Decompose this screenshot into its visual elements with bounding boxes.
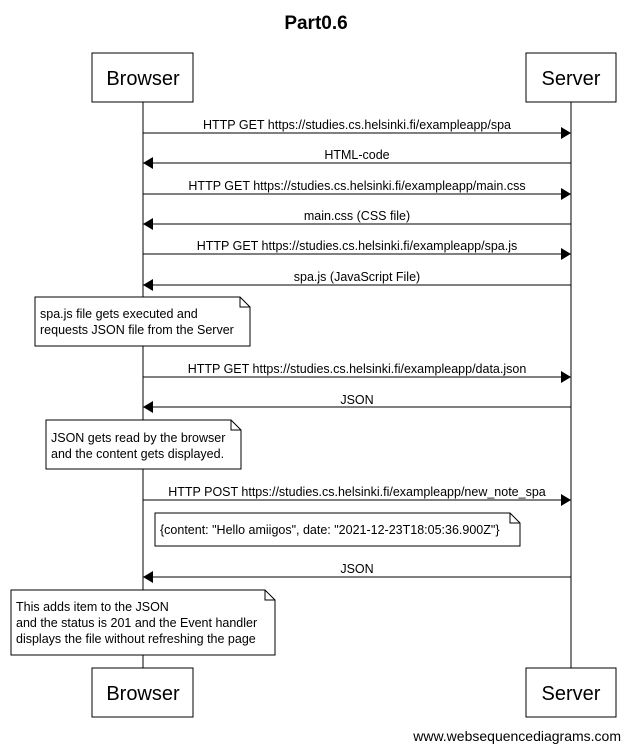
message-1: HTTP GET https://studies.cs.helsinki.fi/… [143, 118, 571, 139]
message-label: HTTP GET https://studies.cs.helsinki.fi/… [188, 362, 527, 376]
browser-actor-top: Browser [91, 52, 194, 103]
message-label: HTML-code [324, 148, 389, 162]
note-line: {content: "Hello amiigos", date: "2021-1… [160, 523, 500, 537]
message-10: JSON [143, 562, 571, 583]
message-label: JSON [340, 393, 373, 407]
note-3: {content: "Hello amiigos", date: "2021-1… [154, 512, 521, 547]
server-actor-bottom: Server [525, 667, 617, 718]
server-actor-top: Server [525, 52, 617, 103]
message-5: HTTP GET https://studies.cs.helsinki.fi/… [143, 239, 571, 260]
message-3: HTTP GET https://studies.cs.helsinki.fi/… [143, 179, 571, 200]
message-9: HTTP POST https://studies.cs.helsinki.fi… [143, 485, 571, 506]
note-2: JSON gets read by the browser and the co… [45, 419, 242, 470]
note-line: requests JSON file from the Server [40, 323, 234, 337]
message-8: JSON [143, 393, 571, 413]
message-label: main.css (CSS file) [304, 209, 410, 223]
message-label: HTTP GET https://studies.cs.helsinki.fi/… [188, 179, 525, 193]
message-label: HTTP GET https://studies.cs.helsinki.fi/… [197, 239, 518, 253]
message-2: HTML-code [143, 148, 571, 169]
message-label: HTTP GET https://studies.cs.helsinki.fi/… [203, 118, 511, 132]
note-line: JSON gets read by the browser [51, 431, 225, 445]
note-4: This adds item to the JSON and the statu… [10, 589, 276, 656]
browser-actor-label: Browser [106, 683, 180, 705]
message-label: spa.js (JavaScript File) [294, 270, 420, 284]
message-7: HTTP GET https://studies.cs.helsinki.fi/… [143, 362, 571, 383]
message-label: HTTP POST https://studies.cs.helsinki.fi… [168, 485, 546, 499]
message-label: JSON [340, 562, 373, 576]
note-line: This adds item to the JSON [16, 600, 169, 614]
browser-actor-label: Browser [106, 68, 180, 90]
browser-actor-bottom: Browser [91, 667, 194, 718]
note-1: spa.js file gets executed and requests J… [34, 296, 251, 347]
server-actor-label: Server [542, 683, 601, 705]
message-6: spa.js (JavaScript File) [143, 270, 571, 291]
diagram-title: Part0.6 [284, 13, 347, 34]
footer-watermark[interactable]: www.websequencediagrams.com [412, 728, 621, 744]
note-line: and the content gets displayed. [51, 447, 224, 461]
note-line: displays the file without refreshing the… [16, 632, 256, 646]
server-actor-label: Server [542, 68, 601, 90]
note-line: spa.js file gets executed and [40, 307, 198, 321]
message-4: main.css (CSS file) [143, 209, 571, 230]
note-line: and the status is 201 and the Event hand… [16, 616, 257, 630]
